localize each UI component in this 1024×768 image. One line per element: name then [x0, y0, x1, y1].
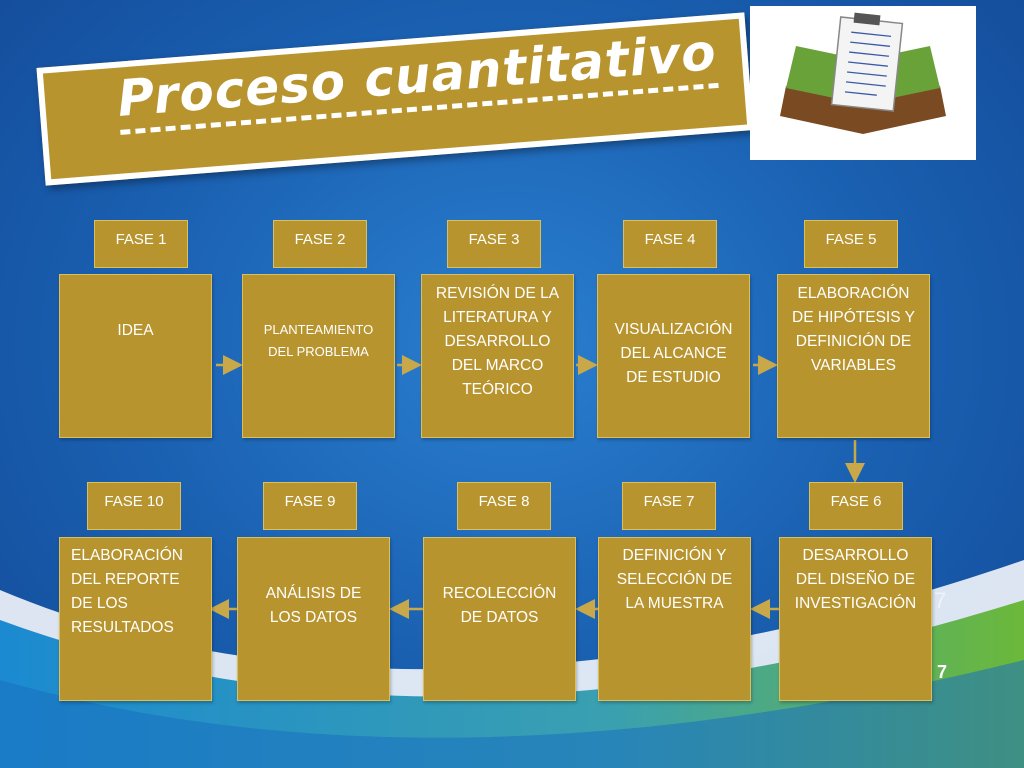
phase-label-3: FASE 3: [447, 220, 541, 268]
phase-label-9: FASE 9: [263, 482, 357, 530]
phase-7-line-2: SELECCIÓN DE: [616, 571, 733, 588]
phase-5-line-1: ELABORACIÓN: [797, 285, 910, 302]
phase-2-line-2: DEL PROBLEMA: [268, 344, 369, 359]
phase-box-2: PLANTEAMIENTO DEL PROBLEMA: [242, 274, 395, 438]
phase-label-1: FASE 1: [94, 220, 188, 268]
phase-6-line-1: DESARROLLO: [802, 547, 909, 564]
phase-8-line-2: DE DATOS: [460, 609, 539, 626]
phase-4-line-2: DEL ALCANCE: [620, 345, 727, 362]
phase-5-line-3: DEFINICIÓN DE: [795, 333, 912, 350]
phase-label-2: FASE 2: [273, 220, 367, 268]
phase-3-line-3: DESARROLLO: [444, 333, 551, 350]
phase-5-line-4: VARIABLES: [810, 357, 896, 374]
phase-box-1: IDEA: [59, 274, 212, 438]
phase-box-4: VISUALIZACIÓN DEL ALCANCE DE ESTUDIO: [597, 274, 750, 438]
phase-7-line-3: LA MUESTRA: [625, 595, 724, 612]
phase-4-line-3: DE ESTUDIO: [626, 369, 721, 386]
phase-6-line-3: INVESTIGACIÓN: [794, 595, 917, 612]
phase-10-line-1: ELABORACIÓN: [71, 547, 183, 564]
phase-8-line-1: RECOLECCIÓN: [442, 585, 557, 602]
phase-7-line-1: DEFINICIÓN Y: [622, 547, 727, 564]
phase-1-line-1: IDEA: [117, 322, 154, 339]
phase-label-7: FASE 7: [622, 482, 716, 530]
phase-box-7: DEFINICIÓN Y SELECCIÓN DE LA MUESTRA: [598, 537, 751, 701]
page-number: 7: [937, 662, 948, 682]
phase-3-line-5: TEÓRICO: [462, 381, 533, 398]
phase-label-5: FASE 5: [804, 220, 898, 268]
phase-10-line-3: DE LOS: [71, 595, 128, 612]
phase-box-5: ELABORACIÓN DE HIPÓTESIS Y DEFINICIÓN DE…: [777, 274, 930, 438]
phase-label-4: FASE 4: [623, 220, 717, 268]
page-number-faint: 7: [934, 588, 947, 613]
phase-4-line-1: VISUALIZACIÓN: [614, 321, 733, 338]
clipboard-book-icon: [750, 6, 976, 160]
phase-9-line-2: LOS DATOS: [269, 609, 358, 626]
phase-box-9: ANÁLISIS DE LOS DATOS: [237, 537, 390, 701]
phase-label-10: FASE 10: [87, 482, 181, 530]
phase-label-6: FASE 6: [809, 482, 903, 530]
phase-label-8: FASE 8: [457, 482, 551, 530]
phase-5-line-2: DE HIPÓTESIS Y: [792, 309, 915, 326]
phase-box-3: REVISIÓN DE LA LITERATURA Y DESARROLLO D…: [421, 274, 574, 438]
phase-10-line-2: DEL REPORTE: [71, 571, 180, 588]
phase-6-line-2: DEL DISEÑO DE: [795, 571, 916, 588]
phase-box-6: DESARROLLO DEL DISEÑO DE INVESTIGACIÓN: [779, 537, 932, 701]
phase-3-line-2: LITERATURA Y: [443, 309, 552, 326]
phase-3-line-1: REVISIÓN DE LA: [435, 285, 560, 302]
phase-2-line-1: PLANTEAMIENTO: [263, 322, 374, 337]
phase-box-10: ELABORACIÓN DEL REPORTE DE LOS RESULTADO…: [59, 537, 212, 701]
phase-3-line-4: DEL MARCO: [451, 357, 544, 374]
phase-10-line-4: RESULTADOS: [71, 619, 174, 636]
phase-9-line-1: ANÁLISIS DE: [265, 585, 362, 602]
phase-box-8: RECOLECCIÓN DE DATOS: [423, 537, 576, 701]
